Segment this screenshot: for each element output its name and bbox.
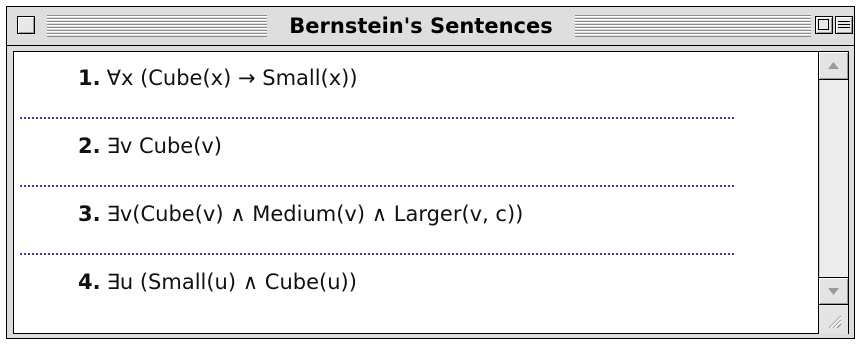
sentence-separator (20, 253, 734, 255)
collapse-line (838, 21, 850, 22)
sentence-text: 1.∀x (Cube(x) → Small(x)) (78, 66, 358, 90)
scroll-down-button[interactable] (819, 277, 848, 305)
sentence-number: 4. (78, 270, 101, 294)
sentence-item-4[interactable]: 4.∃u (Small(u) ∧ Cube(u)) (14, 264, 734, 332)
sentence-text: 4.∃u (Small(u) ∧ Cube(u)) (78, 270, 357, 294)
collapse-line (838, 24, 850, 25)
collapse-box-icon[interactable] (835, 16, 853, 34)
title-stripes-left (47, 15, 267, 37)
sentence-formula: ∃v Cube(v) (106, 134, 223, 158)
sentence-number: 3. (78, 202, 101, 226)
sentences-window: Bernstein's Sentences 1.∀x (Cube(x) → Sm… (6, 6, 855, 339)
window-title: Bernstein's Sentences (267, 13, 575, 39)
sentences-list[interactable]: 1.∀x (Cube(x) → Small(x)) 2.∃v Cube(v) 3… (13, 51, 819, 334)
sentence-item-2[interactable]: 2.∃v Cube(v) (14, 128, 734, 196)
sentence-formula: ∀x (Cube(x) → Small(x)) (106, 66, 358, 90)
title-stripes-right (575, 15, 811, 37)
resize-grip-icon (828, 315, 842, 329)
sentence-formula: ∃v(Cube(v) ∧ Medium(v) ∧ Larger(v, c)) (106, 202, 524, 226)
sentence-formula: ∃u (Small(u) ∧ Cube(u)) (106, 270, 357, 294)
vertical-scrollbar[interactable] (819, 51, 849, 334)
sentence-number: 2. (78, 134, 101, 158)
close-box-icon[interactable] (17, 16, 35, 34)
zoom-inner-square (818, 19, 829, 30)
sentence-text: 3.∃v(Cube(v) ∧ Medium(v) ∧ Larger(v, c)) (78, 202, 523, 226)
sentence-separator (20, 117, 734, 119)
sentence-number: 1. (78, 66, 101, 90)
sentence-separator (20, 185, 734, 187)
zoom-box-icon[interactable] (815, 16, 833, 34)
scroll-up-button[interactable] (819, 52, 848, 80)
arrow-up-icon (828, 62, 839, 69)
scroll-track[interactable] (819, 80, 848, 277)
title-bar[interactable]: Bernstein's Sentences (7, 7, 854, 46)
collapse-line (838, 27, 850, 28)
resize-grip[interactable] (819, 306, 848, 334)
sentence-item-1[interactable]: 1.∀x (Cube(x) → Small(x)) (14, 60, 734, 128)
sentence-text: 2.∃v Cube(v) (78, 134, 222, 158)
sentence-item-3[interactable]: 3.∃v(Cube(v) ∧ Medium(v) ∧ Larger(v, c)) (14, 196, 734, 264)
arrow-down-icon (828, 288, 839, 295)
